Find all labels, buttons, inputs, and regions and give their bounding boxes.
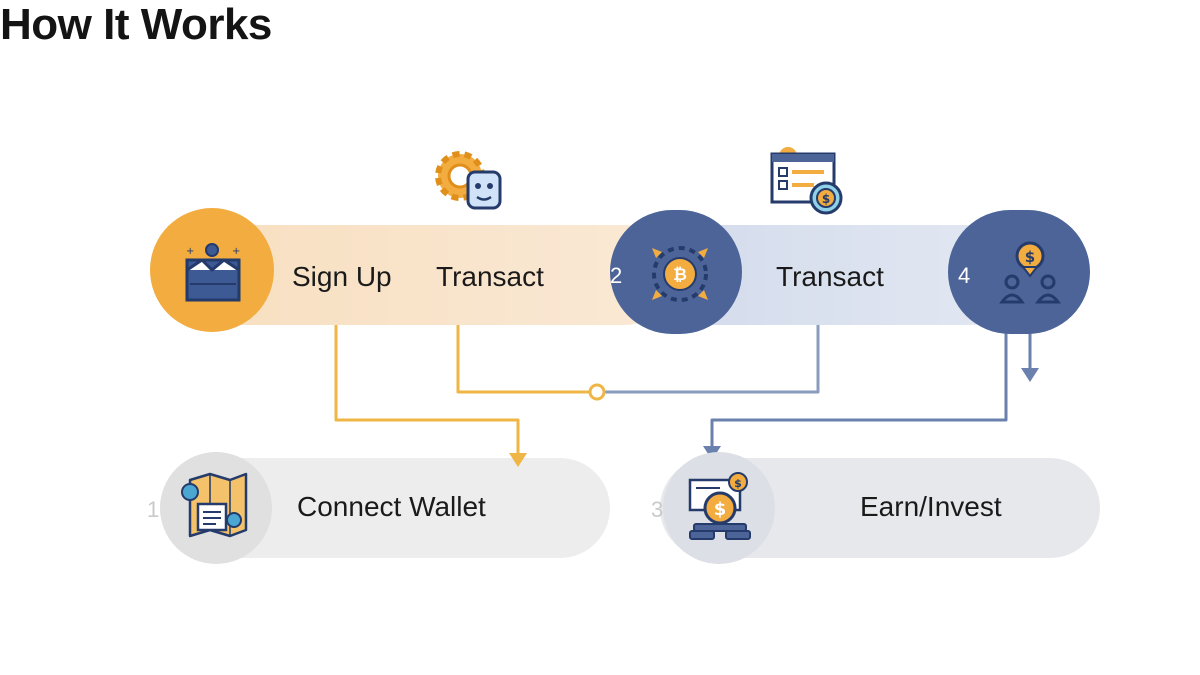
connector-junction-to-transact — [604, 325, 820, 394]
step-number-4: 4 — [958, 263, 971, 288]
svg-text:+: + — [186, 246, 194, 257]
transact-label-left: Transact — [436, 261, 544, 292]
svg-text:$: $ — [714, 499, 727, 520]
svg-text:$: $ — [1025, 248, 1035, 266]
earn-invest-label: Earn/Invest — [860, 491, 1002, 522]
bitcoin-gear-icon: ₿ — [652, 246, 708, 302]
sign-up-transact-band — [205, 225, 675, 325]
svg-text:$: $ — [822, 192, 830, 206]
page-title: How It Works — [0, 0, 272, 49]
connector-transact-to-junction — [456, 325, 590, 394]
arrow-down-right — [1021, 368, 1039, 382]
people-dollar-icon: $ — [999, 241, 1061, 304]
coin-stack-icon: $ $ — [688, 472, 751, 540]
connect-wallet-label: Connect Wallet — [297, 491, 486, 522]
step-number-1: 1 — [147, 497, 160, 522]
people-dollar-node[interactable] — [948, 210, 1090, 334]
gear-face-icon — [435, 151, 502, 210]
step-number-2: 2 — [610, 263, 623, 288]
wallet-map-icon — [181, 472, 248, 538]
connector-signup-to-wallet — [334, 325, 520, 455]
sign-up-label: Sign Up — [292, 261, 392, 292]
checklist-dollar-icon: $ — [770, 147, 843, 215]
connector-junction-dot — [588, 383, 606, 401]
svg-text:$: $ — [734, 477, 742, 490]
signup-landscape-icon: + + — [185, 243, 241, 302]
transact-label-right: Transact — [776, 261, 884, 292]
arrow-to-wallet — [509, 453, 527, 467]
step-number-3: 3 — [651, 497, 664, 522]
connector-node4-to-earn — [710, 325, 1008, 450]
svg-text:+: + — [232, 246, 240, 257]
svg-text:₿: ₿ — [673, 265, 687, 285]
